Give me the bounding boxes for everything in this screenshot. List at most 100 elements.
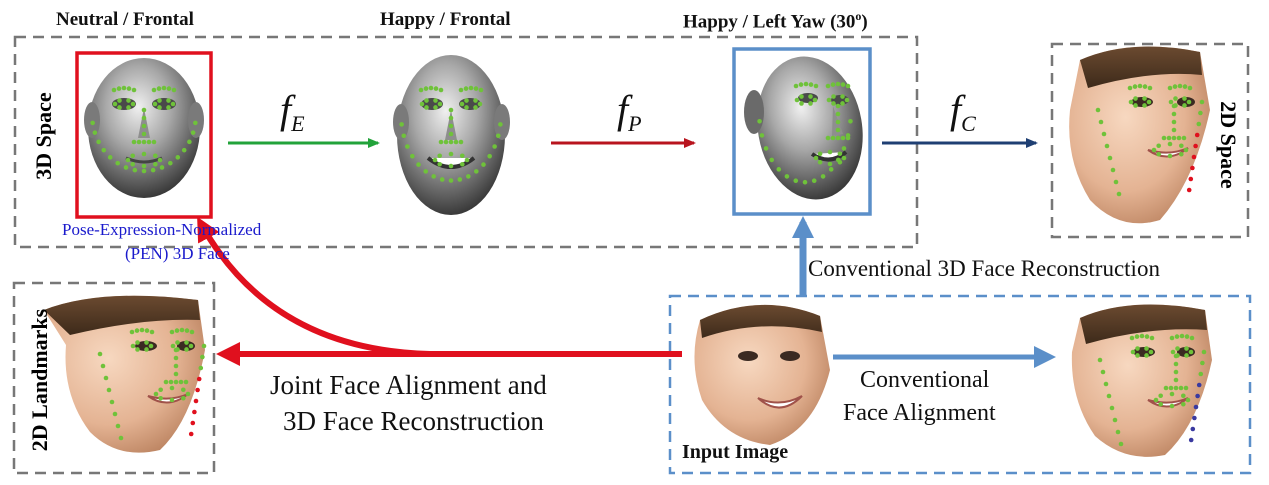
- landmark-dot: [1200, 360, 1205, 366]
- landmark-dot: [464, 157, 470, 163]
- landmark-dot: [1168, 385, 1174, 391]
- 2d-space-face-image: [1069, 46, 1210, 224]
- landmark-dot: [793, 178, 799, 184]
- landmark-dot: [498, 122, 503, 127]
- landmark-dot: [126, 105, 131, 110]
- landmark-dot: [841, 146, 847, 151]
- landmark-dot: [1158, 401, 1163, 407]
- landmark-dot: [817, 151, 823, 157]
- landmark-dot: [146, 139, 152, 145]
- landmark-dot: [825, 83, 831, 89]
- landmark-dot: [448, 178, 454, 183]
- landmark-dot: [424, 98, 429, 103]
- landmark-dot: [459, 101, 465, 107]
- landmark-dot: [118, 435, 124, 441]
- landmark-dot: [109, 399, 115, 405]
- landmark-dot: [1107, 155, 1113, 161]
- landmark-dot: [1130, 349, 1136, 355]
- landmark-dot: [432, 157, 438, 163]
- landmark-dot: [171, 87, 177, 93]
- landmark-dot: [169, 329, 175, 335]
- landmark-dot: [458, 139, 464, 145]
- landmark-dot: [1176, 135, 1182, 141]
- landmark-dot: [144, 347, 149, 352]
- landmark-dot: [157, 157, 163, 163]
- happy-left-yaw-face-image: [744, 56, 863, 200]
- landmark-dot: [1173, 361, 1179, 367]
- landmark-dot: [1173, 377, 1179, 383]
- landmark-dot: [793, 83, 799, 89]
- landmark-dot: [159, 165, 165, 170]
- landmark-dot: [1142, 96, 1147, 101]
- landmark-dot: [492, 144, 497, 149]
- landmark-dot: [438, 87, 444, 93]
- landmark-dot: [184, 340, 189, 345]
- landmark-dot: [173, 363, 179, 369]
- landmark-dot: [1194, 132, 1200, 138]
- landmark-dot: [136, 139, 142, 145]
- landmark-dot: [1163, 385, 1169, 391]
- landmark-dot: [848, 118, 853, 124]
- landmark-dot: [1129, 335, 1135, 341]
- landmark-dot: [473, 98, 478, 103]
- landmark-dot: [831, 101, 836, 106]
- landmark-dot: [1100, 369, 1106, 375]
- landmark-dot: [121, 85, 127, 91]
- landmark-dot: [1182, 96, 1187, 101]
- landmark-dot: [443, 139, 449, 145]
- landmark-dot: [1113, 179, 1119, 185]
- landmark-dot: [794, 97, 800, 103]
- landmark-dot: [1158, 393, 1163, 399]
- landmark-dot: [106, 387, 112, 393]
- landmark-dot: [1173, 353, 1179, 359]
- landmark-dot: [448, 107, 454, 113]
- landmark-dot: [173, 379, 179, 385]
- landmark-dot: [1173, 96, 1178, 101]
- landmark-dot: [144, 328, 150, 333]
- landmark-dot: [763, 146, 769, 151]
- pen-label-line2: (PEN) 3D Face: [125, 244, 230, 263]
- landmark-dot: [190, 420, 196, 426]
- landmark-dot: [803, 81, 809, 87]
- landmark-dot: [196, 376, 202, 382]
- landmark-dot: [448, 139, 454, 145]
- landmark-dot: [117, 105, 122, 110]
- landmark-dot: [112, 411, 118, 417]
- landmark-dot: [799, 94, 804, 99]
- landmark-dot: [448, 151, 454, 157]
- landmark-dot: [1189, 335, 1195, 341]
- landmark-dot: [116, 86, 122, 91]
- landmark-dot: [813, 155, 819, 161]
- landmark-dot: [112, 101, 118, 107]
- landmark-dot: [1139, 333, 1145, 339]
- label-3d-space: 3D Space: [31, 92, 56, 180]
- landmark-dot: [141, 123, 147, 129]
- landmark-dot: [464, 98, 469, 103]
- header-happy-left-yaw-text: Happy / Left Yaw (30: [683, 11, 856, 33]
- landmark-dot: [175, 155, 181, 160]
- landmark-dot: [1193, 143, 1198, 149]
- landmark-dot: [1184, 353, 1189, 358]
- landmark-dot: [827, 149, 833, 155]
- landmark-dot: [141, 168, 147, 174]
- landmark-dot: [837, 159, 843, 165]
- landmark-dot: [156, 86, 162, 91]
- landmark-dot: [837, 151, 843, 157]
- landmark-dot: [158, 387, 163, 393]
- arrow-joint-to-pen-face: [197, 216, 431, 357]
- landmark-dot: [141, 131, 147, 137]
- landmark-dot: [1198, 371, 1204, 377]
- landmark-dot: [193, 398, 199, 404]
- landmark-dot: [115, 423, 121, 429]
- landmark-dot: [166, 98, 171, 103]
- landmark-dot: [1184, 346, 1189, 351]
- landmark-dot: [835, 81, 841, 87]
- landmark-dot: [495, 133, 501, 139]
- landmark-dot: [1188, 349, 1194, 355]
- landmark-dot: [1169, 335, 1175, 341]
- landmark-dot: [424, 105, 429, 110]
- landmark-dot: [1097, 357, 1103, 363]
- landmark-dot: [1168, 99, 1174, 105]
- landmark-dot: [1156, 151, 1161, 157]
- landmark-dot: [135, 340, 140, 345]
